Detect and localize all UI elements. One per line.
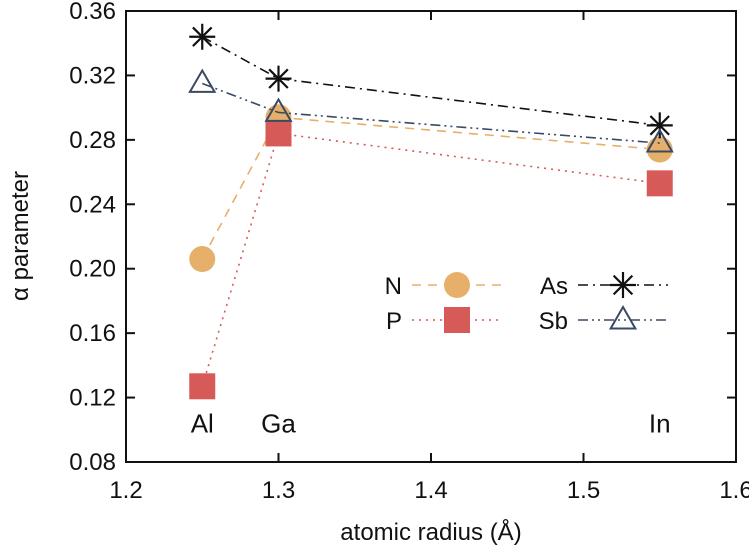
x-tick-label: 1.5 <box>567 477 600 504</box>
legend-label: As <box>540 273 568 300</box>
data-point-sb <box>188 68 217 93</box>
annotation-label: Ga <box>261 408 296 438</box>
legend-marker <box>608 304 638 330</box>
data-point-p <box>189 373 216 400</box>
data-point-sb <box>264 97 293 122</box>
legend-item-as: As <box>540 272 668 300</box>
series-line-p <box>201 132 660 387</box>
series-line-as <box>201 36 660 127</box>
data-point-n <box>646 136 673 163</box>
legend-item-p: P <box>386 307 502 335</box>
y-tick-label: 0.36 <box>69 0 116 25</box>
y-tick-label: 0.24 <box>69 191 116 218</box>
plot-frame <box>125 10 737 463</box>
legend-label: N <box>385 273 402 300</box>
y-tick-label: 0.08 <box>69 449 116 476</box>
annotation-label: Al <box>191 408 214 438</box>
legend-item-sb: Sb <box>539 304 668 335</box>
data-point-as <box>265 65 292 92</box>
y-tick-label: 0.28 <box>69 127 116 154</box>
series-sb <box>188 68 674 153</box>
series-n <box>189 104 673 273</box>
data-point-p <box>265 120 292 147</box>
x-tick-label: 1.4 <box>414 477 447 504</box>
legend-marker <box>610 272 636 298</box>
data-point-p <box>646 170 673 197</box>
y-tick-label: 0.20 <box>69 256 116 283</box>
series-line-sb <box>201 82 660 144</box>
series-as <box>189 23 673 139</box>
data-point-as <box>646 112 673 139</box>
x-tick-label: 1.6 <box>719 477 749 504</box>
y-axis-title: α parameter <box>7 171 34 301</box>
ticks: 1.2 1.3 1.4 1.5 1.6 0.08 0.12 0.16 0.20 0.24 0.28 0… <box>69 0 749 504</box>
y-tick-label: 0.12 <box>69 385 116 412</box>
data-point-as <box>189 23 216 50</box>
legend-marker <box>444 307 470 333</box>
series-p <box>189 120 673 400</box>
data-point-n <box>189 246 216 273</box>
x-tick-label: 1.3 <box>262 477 295 504</box>
axes <box>125 10 737 463</box>
y-tick-label: 0.16 <box>69 320 116 347</box>
legend-label: Sb <box>539 308 568 335</box>
legend-marker <box>444 272 470 298</box>
legend-label: P <box>386 308 402 335</box>
annotations: Al Ga In <box>191 408 671 438</box>
legend-item-n: N <box>385 272 502 300</box>
y-tick-label: 0.32 <box>69 62 116 89</box>
x-axis-title: atomic radius (Å) <box>340 518 521 546</box>
series-layer <box>188 23 674 400</box>
data-point-sb <box>645 128 674 153</box>
x-tick-label: 1.2 <box>109 477 142 504</box>
annotation-label: In <box>649 408 671 438</box>
